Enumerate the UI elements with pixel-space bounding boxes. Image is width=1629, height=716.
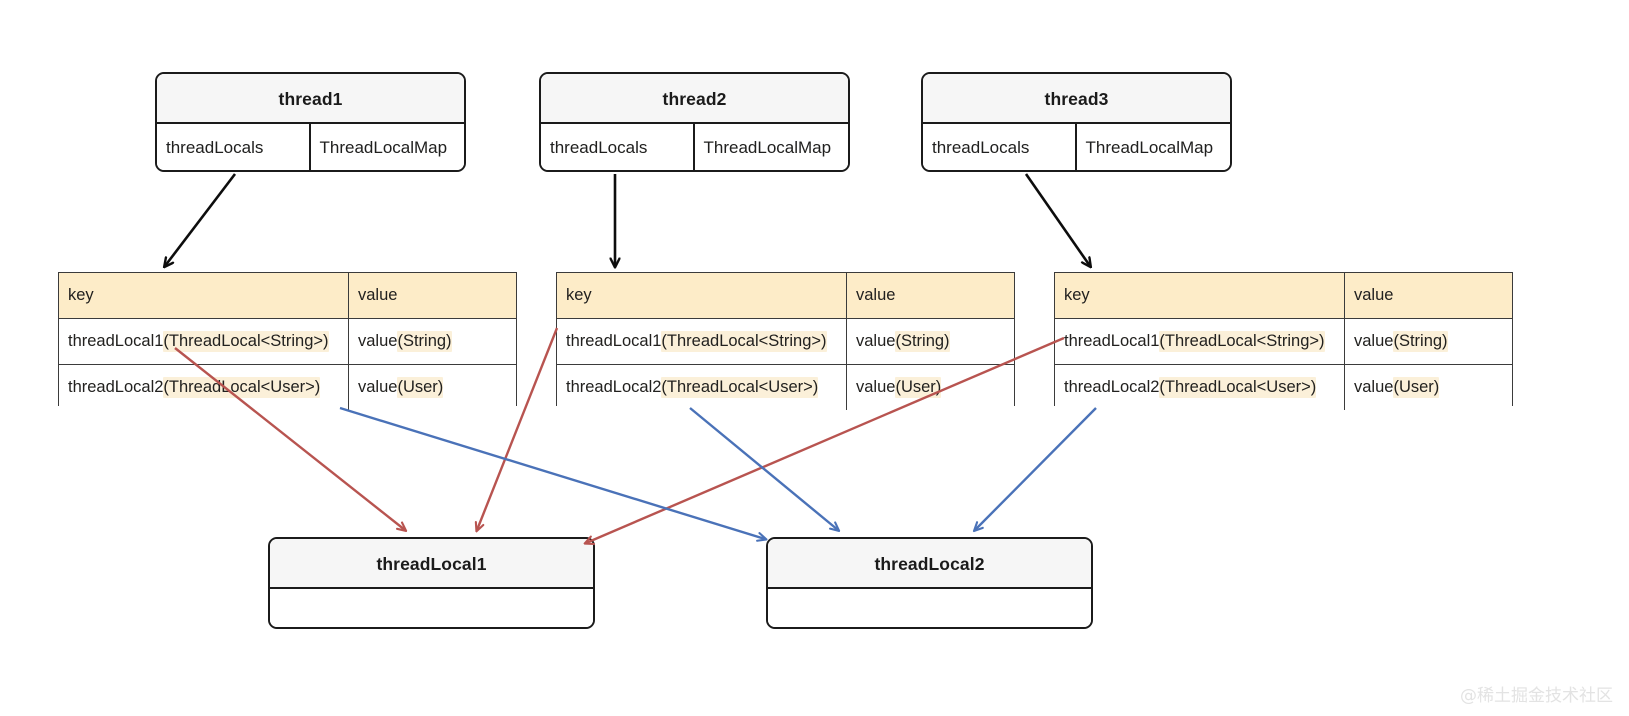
table-2-row-2-key: threadLocal2(ThreadLocal<User>) <box>557 365 847 410</box>
table-2-row-2-value-plain: value <box>856 378 896 396</box>
table-3-row-1-key-typed: (ThreadLocal<String>) <box>1159 331 1325 352</box>
table-2-row-1-value-plain: value <box>856 332 896 350</box>
table-1-row-1-value-plain: value <box>358 332 398 350</box>
arrow-thread1-to-map1 <box>165 173 237 266</box>
table-3-row-1-key-plain: threadLocal1 <box>1064 332 1160 350</box>
table-3-row-2-key-typed: (ThreadLocal<User>) <box>1159 377 1317 398</box>
thread-box-1-field-type: ThreadLocalMap <box>319 138 448 157</box>
table-3-row-1-value: value(String) <box>1345 319 1512 364</box>
table-2-row-2-key-plain: threadLocal2 <box>566 378 662 396</box>
table-3-header-key: key <box>1055 273 1345 318</box>
table-1-row-1-key-typed: (ThreadLocal<String>) <box>163 331 329 352</box>
table-3-row-2-key-plain: threadLocal2 <box>1064 378 1160 396</box>
thread-box-1-fields: threadLocals ThreadLocalMap <box>157 124 464 170</box>
table-1-row-2-key-typed: (ThreadLocal<User>) <box>163 377 321 398</box>
table-2-header-value: value <box>856 286 896 304</box>
thread-box-2-field-name: threadLocals <box>541 124 695 170</box>
table-2-row-1-key-typed: (ThreadLocal<String>) <box>661 331 827 352</box>
table-2-row-2-value: value(User) <box>847 365 1014 410</box>
thread-box-3[interactable]: thread3 threadLocals ThreadLocalMap <box>921 72 1232 172</box>
threadlocal-box-2-body <box>768 589 1091 627</box>
table-2-row-1-value-typed: (String) <box>895 331 950 352</box>
threadlocalmap-table-3: key value threadLocal1(ThreadLocal<Strin… <box>1054 272 1513 410</box>
table-1-row-2-value: value(User) <box>349 365 516 410</box>
table-3-row-2-value: value(User) <box>1345 365 1512 410</box>
table-3-row-1-value-typed: (String) <box>1393 331 1448 352</box>
threadlocal-box-1[interactable]: threadLocal1 <box>268 537 595 629</box>
arrow-thread3-to-map3 <box>1024 173 1090 266</box>
table-3-row-1: threadLocal1(ThreadLocal<String>) value(… <box>1055 319 1512 365</box>
table-2-row-1-key-plain: threadLocal1 <box>566 332 662 350</box>
table-2-header-key: key <box>557 273 847 318</box>
table-3-row-2: threadLocal2(ThreadLocal<User>) value(Us… <box>1055 365 1512 410</box>
table-2-row-1: threadLocal1(ThreadLocal<String>) value(… <box>557 319 1014 365</box>
threadlocalmap-table-1: key value threadLocal1(ThreadLocal<Strin… <box>58 272 517 410</box>
threadlocal-box-2-title: threadLocal2 <box>768 539 1091 589</box>
thread-box-2-fields: threadLocals ThreadLocalMap <box>541 124 848 170</box>
threadlocal-box-1-body <box>270 589 593 627</box>
thread-box-3-title: thread3 <box>923 74 1230 124</box>
threadlocalmap-table-2: key value threadLocal1(ThreadLocal<Strin… <box>556 272 1015 410</box>
arrow-map2-key2-to-threadlocal2 <box>689 407 838 530</box>
table-2-row-2: threadLocal2(ThreadLocal<User>) value(Us… <box>557 365 1014 410</box>
arrow-map1-key2-to-threadlocal2 <box>339 406 765 539</box>
table-1-row-2-key: threadLocal2(ThreadLocal<User>) <box>59 365 349 410</box>
thread-box-3-field-type: ThreadLocalMap <box>1085 138 1214 157</box>
table-1-row-1-key-plain: threadLocal1 <box>68 332 164 350</box>
table-3-row-1-key: threadLocal1(ThreadLocal<String>) <box>1055 319 1345 364</box>
table-1-row-1-key: threadLocal1(ThreadLocal<String>) <box>59 319 349 364</box>
thread-box-1-title: thread1 <box>157 74 464 124</box>
thread-box-3-fields: threadLocals ThreadLocalMap <box>923 124 1230 170</box>
table-1-row-2-value-plain: value <box>358 378 398 396</box>
table-1-row-1-value-typed: (String) <box>397 331 452 352</box>
table-2-row-2-key-typed: (ThreadLocal<User>) <box>661 377 819 398</box>
table-1-row-1: threadLocal1(ThreadLocal<String>) value(… <box>59 319 516 365</box>
table-2-row-2-value-typed: (User) <box>895 377 942 398</box>
table-3-row-1-value-plain: value <box>1354 332 1394 350</box>
table-2-row-1-value: value(String) <box>847 319 1014 364</box>
thread-box-3-field-name: threadLocals <box>923 124 1077 170</box>
arrow-map3-key2-to-threadlocal2 <box>975 407 1097 530</box>
thread-box-1[interactable]: thread1 threadLocals ThreadLocalMap <box>155 72 466 172</box>
table-1-row-2-key-plain: threadLocal2 <box>68 378 164 396</box>
watermark: @稀土掘金技术社区 <box>1460 686 1613 706</box>
table-2-header-row: key value <box>557 273 1014 319</box>
table-3-header-value: value <box>1354 286 1394 304</box>
table-2-row-1-key: threadLocal1(ThreadLocal<String>) <box>557 319 847 364</box>
thread-box-2[interactable]: thread2 threadLocals ThreadLocalMap <box>539 72 850 172</box>
table-3-row-2-value-plain: value <box>1354 378 1394 396</box>
threadlocal-box-2[interactable]: threadLocal2 <box>766 537 1093 629</box>
table-1-header-value: value <box>358 286 398 304</box>
table-1-row-2-value-typed: (User) <box>397 377 444 398</box>
table-1-row-1-value: value(String) <box>349 319 516 364</box>
table-3-row-2-value-typed: (User) <box>1393 377 1440 398</box>
thread-box-2-field-type: ThreadLocalMap <box>703 138 832 157</box>
table-1-row-2: threadLocal2(ThreadLocal<User>) value(Us… <box>59 365 516 410</box>
thread-box-2-title: thread2 <box>541 74 848 124</box>
threadlocal-box-1-title: threadLocal1 <box>270 539 593 589</box>
table-3-row-2-key: threadLocal2(ThreadLocal<User>) <box>1055 365 1345 410</box>
table-1-header-key: key <box>59 273 349 318</box>
table-3-header-row: key value <box>1055 273 1512 319</box>
thread-box-1-field-name: threadLocals <box>157 124 311 170</box>
table-1-header-row: key value <box>59 273 516 319</box>
